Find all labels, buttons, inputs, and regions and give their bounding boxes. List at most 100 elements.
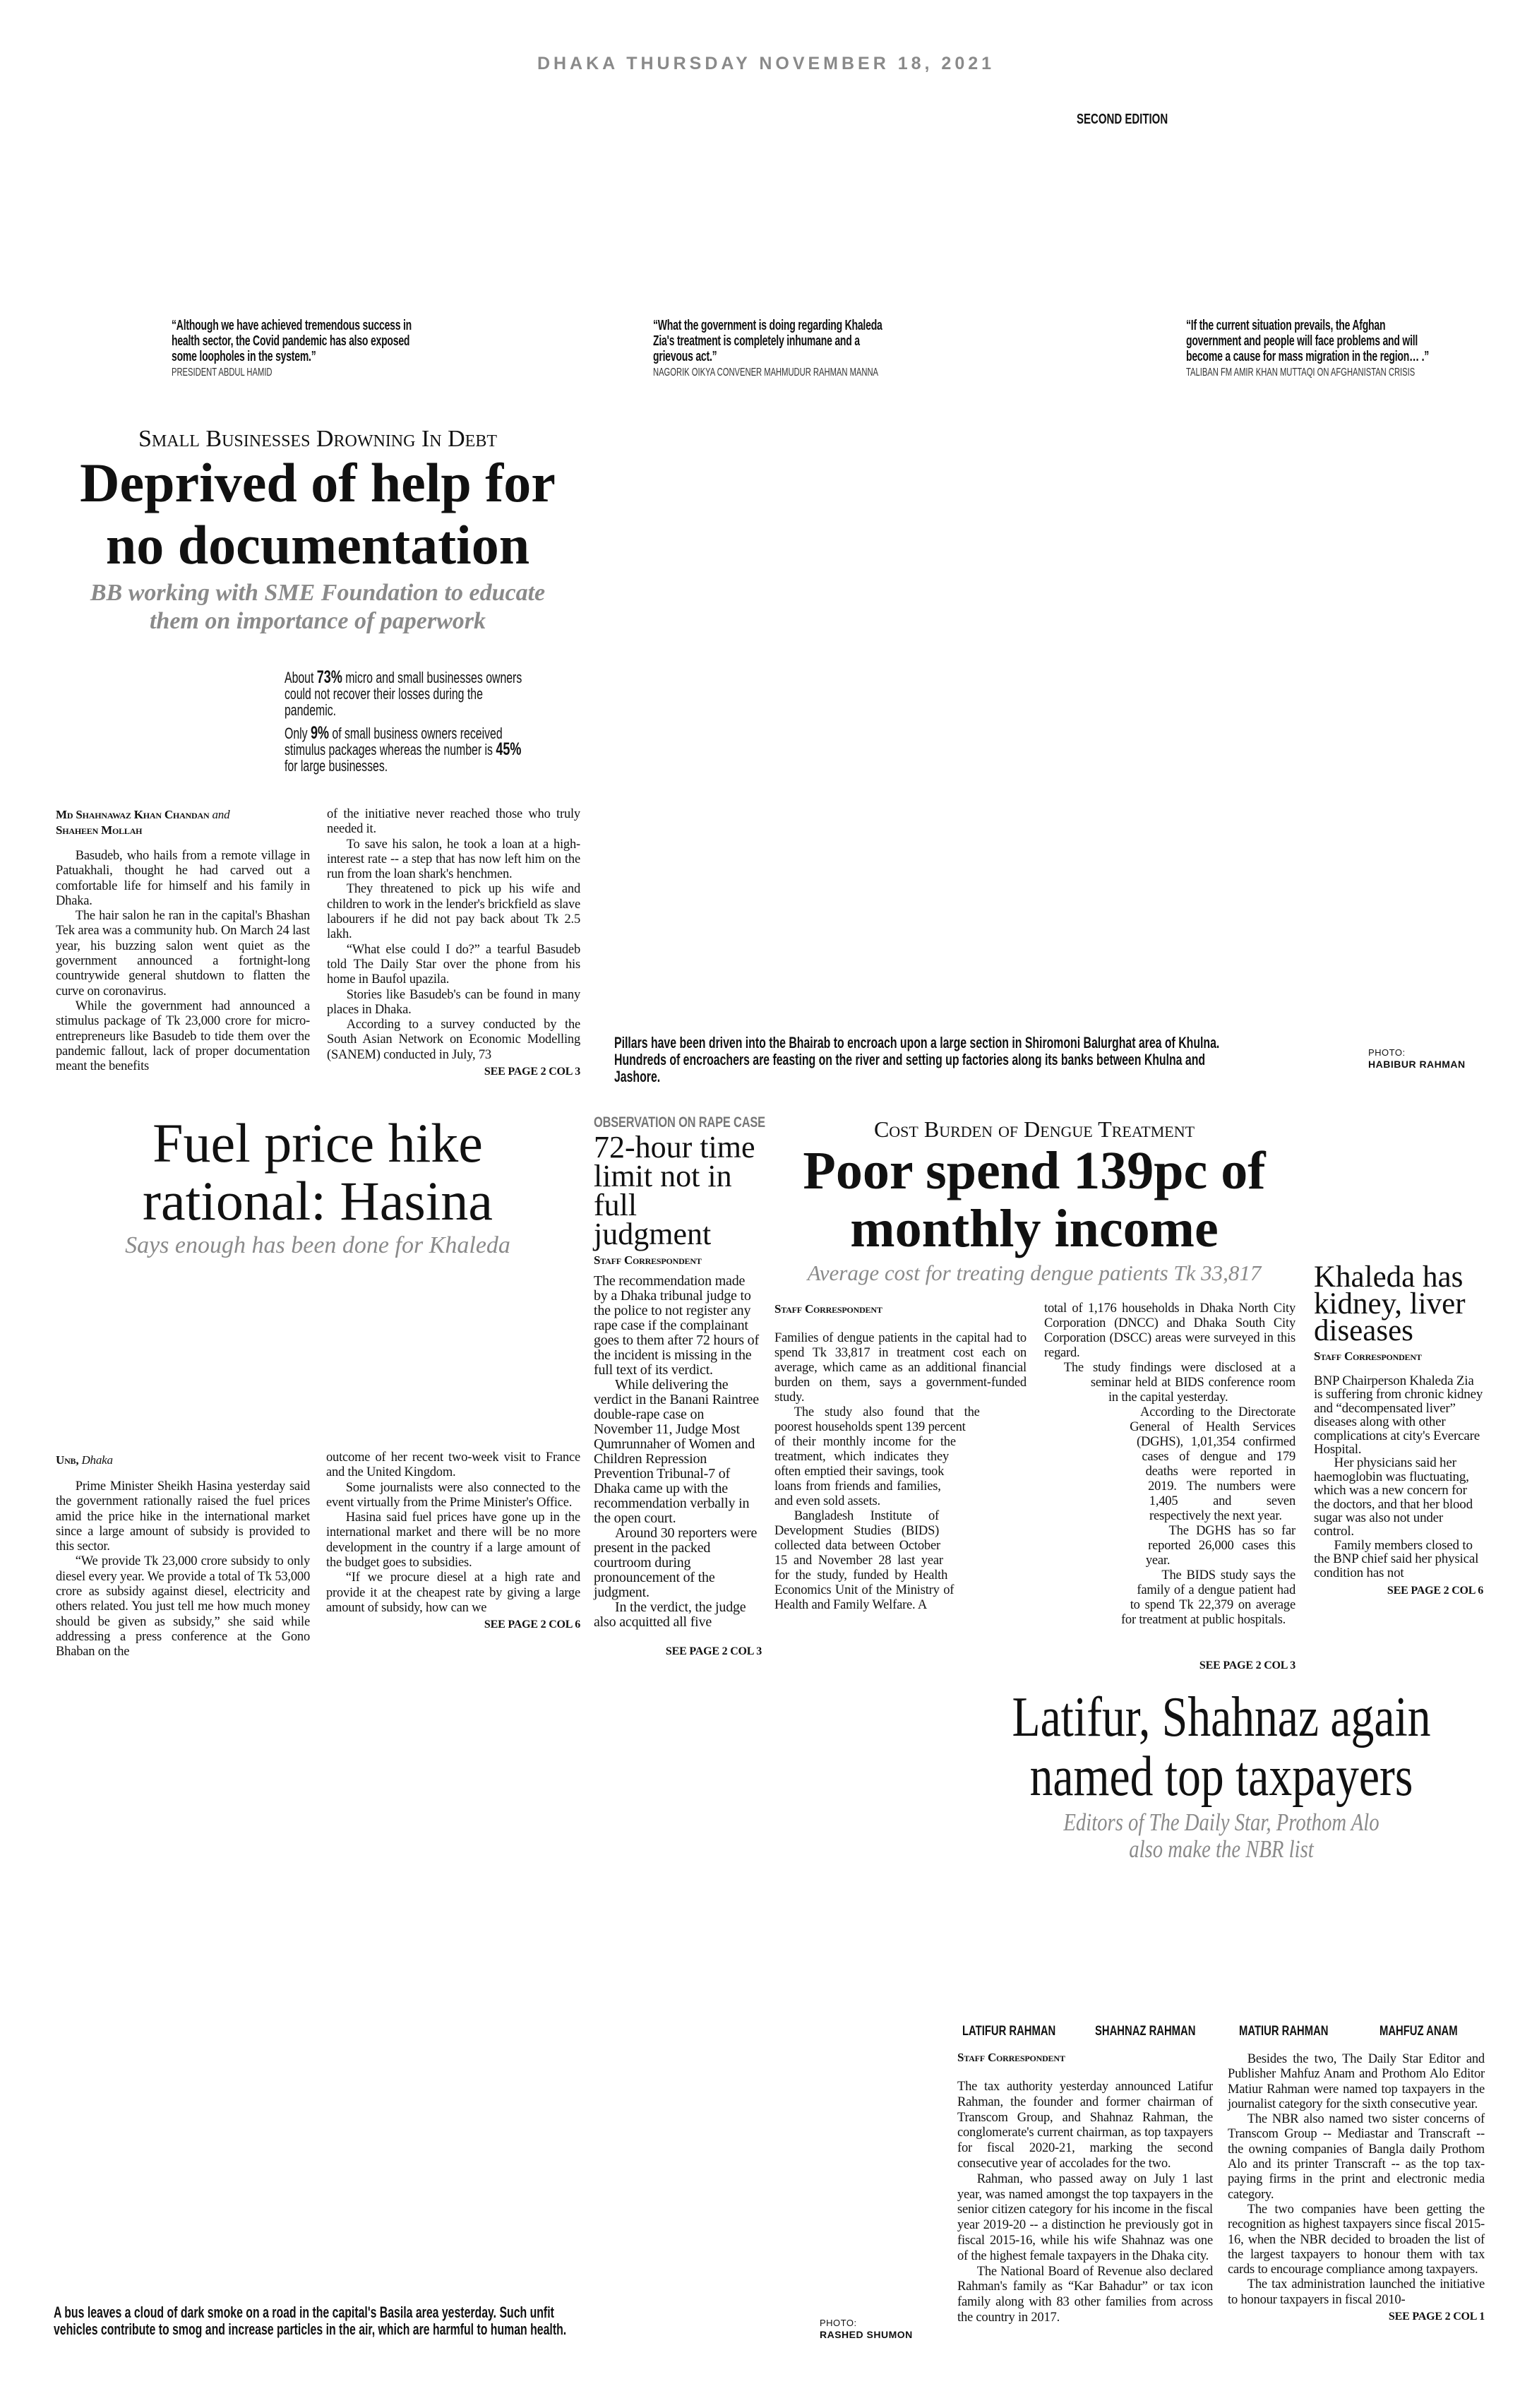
paragraph: Prime Minister Sheikh Hasina yesterday s…	[56, 1479, 310, 1554]
headline-line: Latifur, Shahnaz again	[1012, 1686, 1431, 1748]
headline-line: Poor spend 139pc of	[803, 1141, 1266, 1200]
stat-item: About 73% micro and small businesses own…	[285, 667, 522, 719]
photo-name-labels: LATIFUR RAHMAN SHAHNAZ RAHMAN MATIUR RAH…	[0, 2024, 1532, 2042]
jump-link[interactable]: SEE PAGE 2 COL 3	[1199, 1659, 1295, 1671]
paragraph: BNP Chairperson Khaleda Zia is suffering…	[1314, 1373, 1483, 1458]
article-headline[interactable]: Fuel price hike rational: Hasina	[42, 1114, 593, 1230]
article-headline[interactable]: Poor spend 139pc of monthly income	[762, 1142, 1306, 1258]
article-body: The tax authority yesterday announced La…	[957, 2080, 1213, 2326]
paragraph: Families of dengue patients in the capit…	[774, 1331, 1027, 1405]
subhead-line: them on importance of paperwork	[149, 608, 486, 634]
article-body: BNP Chairperson Khaleda Zia is suffering…	[1314, 1374, 1483, 1580]
article-body: outcome of her recent two-week visit to …	[326, 1450, 580, 1616]
name-label: MATIUR RAHMAN	[1239, 2024, 1329, 2039]
byline: Staff Correspondent	[774, 1302, 882, 1316]
article-body: Prime Minister Sheikh Hasina yesterday s…	[56, 1479, 310, 1660]
paragraph: Stories like Basudeb's can be found in m…	[327, 987, 580, 1017]
paragraph: While delivering the verdict in the Bana…	[594, 1377, 759, 1526]
paragraph: Hasina said fuel prices have gone up in …	[326, 1510, 580, 1570]
dateline: DHAKA THURSDAY NOVEMBER 18, 2021	[537, 54, 995, 73]
article-headline[interactable]: Latifur, Shahnaz again named top taxpaye…	[939, 1688, 1504, 1806]
paragraph: “If we procure diesel at a high rate and…	[326, 1570, 580, 1615]
stat-item: Only 9% of small business owners receive…	[285, 723, 522, 775]
article-column: total of 1,176 households in Dhaka North…	[1043, 1301, 1295, 1673]
headline-line: Deprived of help for	[80, 452, 556, 513]
quote-text: “What the government is doing regarding …	[653, 318, 882, 364]
quote-attribution: TALIBAN FM AMIR KHAN MUTTAQI ON AFGHANIS…	[1186, 366, 1416, 379]
jump-link[interactable]: SEE PAGE 2 COL 3	[484, 1066, 580, 1078]
paragraph: The recommendation made by a Dhaka tribu…	[594, 1273, 759, 1378]
article-kicker: Small Businesses Drowning In Debt	[138, 426, 498, 452]
quote-2: “What the government is doing regarding …	[653, 318, 900, 380]
paragraph: The tax administration launched the init…	[1228, 2277, 1485, 2307]
paragraph: In the verdict, the judge also acquitted…	[594, 1599, 746, 1630]
byline: Staff Correspondent	[1314, 1349, 1422, 1363]
article-body: The recommendation made by a Dhaka tribu…	[594, 1274, 762, 1630]
paragraph: The two companies have been getting the …	[1228, 2202, 1485, 2277]
article-column: Khaleda has kidney, liver diseases Staff…	[1314, 1260, 1483, 1598]
jump-link[interactable]: SEE PAGE 2 COL 6	[1387, 1585, 1483, 1597]
headline-line: named top taxpayers	[1029, 1746, 1413, 1808]
article-kicker: Cost Burden of Dengue Treatment	[873, 1116, 1195, 1142]
article-subhead: Editors of The Daily Star, Prothom Alo a…	[939, 1809, 1504, 1863]
paragraph: Basudeb, who hails from a remote village…	[56, 849, 310, 908]
article-headline[interactable]: Khaleda has kidney, liver diseases	[1314, 1260, 1466, 1347]
stat-number: 73%	[316, 667, 342, 687]
photo-caption: Pillars have been driven into the Bhaira…	[614, 1034, 1220, 1085]
subhead-line: Editors of The Daily Star, Prothom Alo	[1063, 1808, 1380, 1836]
paragraph: While the government had announced a sti…	[56, 999, 310, 1074]
byline: Staff Correspondent	[594, 1253, 702, 1267]
paragraph: The study findings were disclosed at a s…	[1063, 1361, 1295, 1405]
paragraph: total of 1,176 households in Dhaka North…	[1044, 1301, 1295, 1360]
quote-attribution: PRESIDENT ABDUL HAMID	[172, 366, 273, 379]
paragraph: The BIDS study says the family of a deng…	[1120, 1568, 1295, 1627]
paragraph: They threatened to pick up his wife and …	[327, 882, 580, 942]
quote-1: “Although we have achieved tremendous su…	[172, 318, 419, 380]
paragraph: The hair salon he ran in the capital's B…	[56, 909, 310, 999]
jump-link[interactable]: SEE PAGE 2 COL 6	[484, 1619, 580, 1631]
paragraph: Family members closed to the BNP chief s…	[1314, 1537, 1479, 1580]
article-body: Families of dengue patients in the capit…	[774, 1331, 1027, 1613]
photo-credit: PHOTO:HABIBUR RAHMAN	[1368, 1047, 1466, 1070]
paragraph: To save his salon, he took a loan at a h…	[327, 837, 580, 882]
article-body: Besides the two, The Daily Star Editor a…	[1228, 2052, 1485, 2308]
article-column: Unb, Dhaka Prime Minister Sheikh Hasina …	[56, 1453, 310, 1660]
article-kicker: OBSERVATION ON RAPE CASE	[594, 1114, 765, 1131]
paragraph: outcome of her recent two-week visit to …	[326, 1450, 580, 1480]
paragraph: Bangladesh Institute of Development Stud…	[774, 1509, 954, 1612]
subhead-line: BB working with SME Foundation to educat…	[90, 580, 546, 606]
article-headline[interactable]: Deprived of help for no documentation	[28, 452, 607, 576]
headline-line: Fuel price hike	[152, 1112, 483, 1174]
article-column: Staff Correspondent Families of dengue p…	[774, 1301, 1027, 1635]
paragraph: “What else could I do?” a tearful Basude…	[327, 942, 580, 987]
paragraph: According to a survey conducted by the S…	[327, 1018, 580, 1062]
headline-line: monthly income	[850, 1199, 1219, 1258]
photo-credit: PHOTO:RASHED SHUMON	[820, 2318, 913, 2340]
jump-link[interactable]: SEE PAGE 2 COL 1	[1388, 2311, 1485, 2323]
paragraph: “We provide Tk 23,000 crore subsidy to o…	[56, 1554, 310, 1659]
article-column: outcome of her recent two-week visit to …	[326, 1450, 580, 1633]
name-label: LATIFUR RAHMAN	[962, 2024, 1056, 2039]
name-label: MAHFUZ ANAM	[1380, 2024, 1458, 2039]
paragraph: The DGHS has so far reported 26,000 case…	[1145, 1524, 1295, 1568]
quote-attribution: NAGORIK OIKYA CONVENER MAHMUDUR RAHMAN M…	[653, 366, 879, 379]
jump-link[interactable]: SEE PAGE 2 COL 3	[665, 1645, 762, 1657]
byline: Unb, Dhaka	[56, 1453, 113, 1467]
article-subhead: Says enough has been done for Khaleda	[125, 1232, 510, 1258]
photo-caption: A bus leaves a cloud of dark smoke on a …	[54, 2303, 567, 2338]
article-column: Besides the two, The Daily Star Editor a…	[1228, 2052, 1485, 2324]
article-headline[interactable]: 72-hour time limit not in full judgment	[594, 1130, 755, 1251]
article-column: of the initiative never reached those wh…	[327, 807, 580, 1079]
paragraph: The study also found that the poorest ho…	[774, 1405, 980, 1508]
paragraph: Besides the two, The Daily Star Editor a…	[1228, 2052, 1485, 2111]
stat-number: 45%	[496, 739, 522, 759]
paragraph: The National Board of Revenue also decla…	[957, 2264, 1213, 2325]
quote-text: “Although we have achieved tremendous su…	[172, 318, 412, 364]
article-body: of the initiative never reached those wh…	[327, 807, 580, 1063]
headline-line: no documentation	[105, 514, 530, 576]
article-subhead: BB working with SME Foundation to educat…	[28, 579, 607, 636]
stat-number: 9%	[310, 723, 329, 743]
quote-3: “If the current situation prevails, the …	[1186, 318, 1433, 380]
